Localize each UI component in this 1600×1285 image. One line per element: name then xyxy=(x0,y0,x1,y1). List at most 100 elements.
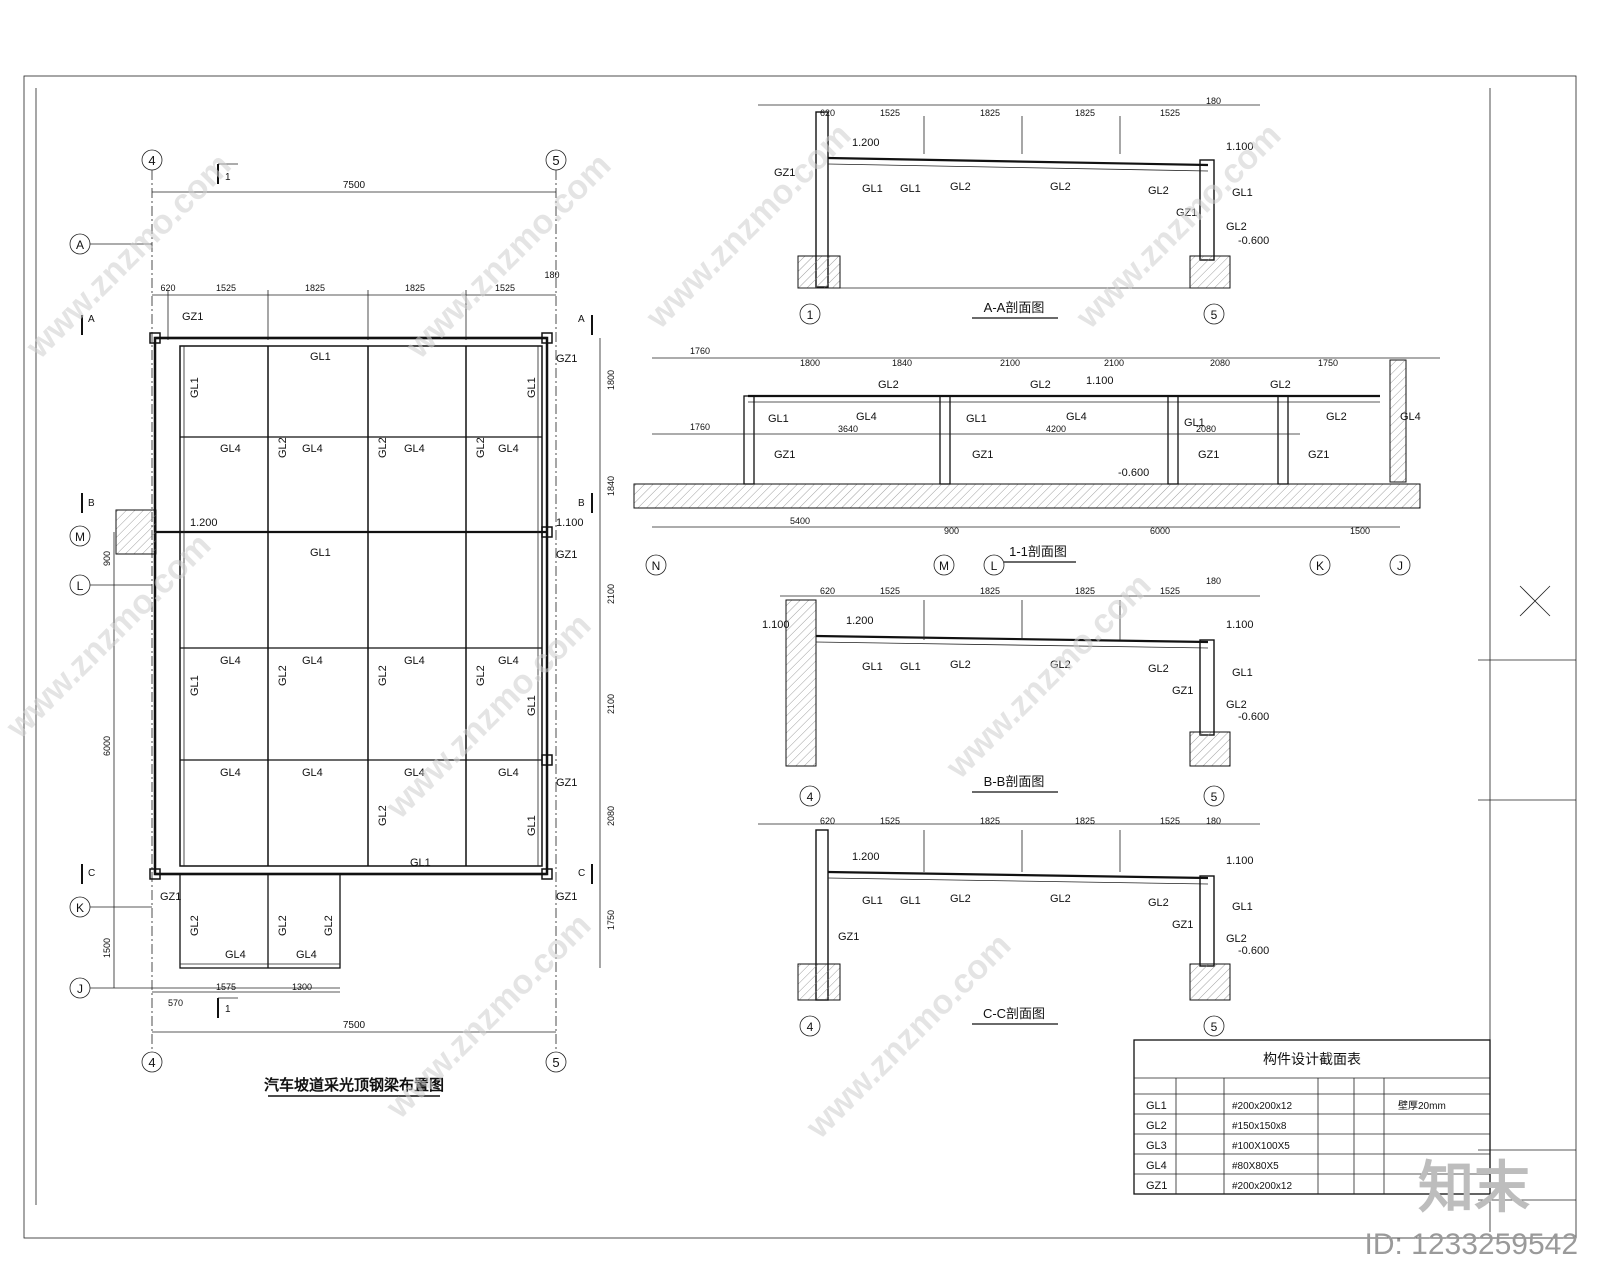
dim: 3640 xyxy=(838,424,858,434)
table-cell: #150x150x8 xyxy=(1232,1121,1287,1132)
section-title: 1-1剖面图 xyxy=(1009,544,1067,559)
table-cell: #100X100X5 xyxy=(1232,1141,1290,1152)
dim: 180 xyxy=(1206,96,1221,106)
axis-label: 5 xyxy=(1211,1020,1218,1034)
elev: -0.600 xyxy=(1238,711,1269,723)
label-gl1: GL1 xyxy=(900,661,921,673)
label-gl2: GL2 xyxy=(1030,379,1051,391)
label-gz1: GZ1 xyxy=(556,891,577,903)
label-gl1: GL1 xyxy=(189,675,201,696)
watermark-text: www.znzmo.com xyxy=(938,566,1158,786)
label-gl2: GL2 xyxy=(1050,893,1071,905)
axis-label: 1 xyxy=(807,308,814,322)
label-gl1: GL1 xyxy=(189,377,201,398)
label-gl2: GL2 xyxy=(1226,933,1247,945)
label-gl2: GL2 xyxy=(1270,379,1291,391)
dim: 1575 xyxy=(216,982,236,992)
section-mark: B xyxy=(88,498,95,509)
label-gz1: GZ1 xyxy=(838,931,859,943)
label-gl2: GL2 xyxy=(475,437,487,458)
label-gl1: GL1 xyxy=(966,413,987,425)
label-gl2: GL2 xyxy=(1148,897,1169,909)
label-gz1: GZ1 xyxy=(556,777,577,789)
elev-left: 1.200 xyxy=(190,517,218,529)
dim: 1825 xyxy=(980,816,1000,826)
axis-label: 4 xyxy=(148,1055,155,1070)
dim: 900 xyxy=(944,526,959,536)
elev-right: 1.100 xyxy=(556,517,584,529)
dim: 1500 xyxy=(102,938,112,958)
axis-label: K xyxy=(76,901,84,915)
label-gz1: GZ1 xyxy=(556,353,577,365)
id-watermark: ID: 1233259542 xyxy=(1364,1228,1578,1262)
dim: 1800 xyxy=(606,370,616,390)
dim: 1500 xyxy=(1350,526,1370,536)
label-gl4: GL4 xyxy=(220,443,241,455)
label-gl1: GL1 xyxy=(526,815,538,836)
dim: 1525 xyxy=(216,283,236,293)
section-title: B-B剖面图 xyxy=(984,774,1045,789)
watermark-text: www.znzmo.com xyxy=(378,906,598,1126)
label-gl2: GL2 xyxy=(950,659,971,671)
label-gl4: GL4 xyxy=(856,411,877,423)
label-gl2: GL2 xyxy=(950,893,971,905)
label-gl4: GL4 xyxy=(296,949,317,961)
watermark-text: www.znzmo.com xyxy=(18,146,238,366)
label-gz1: GZ1 xyxy=(1172,919,1193,931)
label-gl2: GL2 xyxy=(1050,181,1071,193)
label-gl4: GL4 xyxy=(498,443,519,455)
watermark-text: www.znzmo.com xyxy=(798,926,1018,1146)
table-cell: #200x200x12 xyxy=(1232,1181,1292,1192)
label-gl1: GL1 xyxy=(900,183,921,195)
dim: 1525 xyxy=(880,816,900,826)
dim: 2100 xyxy=(1104,358,1124,368)
section-title: C-C剖面图 xyxy=(983,1006,1045,1021)
dim: 1825 xyxy=(1075,816,1095,826)
dim: 1825 xyxy=(405,283,425,293)
dim: 1525 xyxy=(1160,108,1180,118)
axis-label: L xyxy=(991,559,998,573)
label-gl4: GL4 xyxy=(302,767,323,779)
dim: 1760 xyxy=(690,422,710,432)
dim-total: 7500 xyxy=(343,1020,366,1031)
section-mark: B xyxy=(578,498,585,509)
title-block xyxy=(1478,586,1576,1200)
label-gl1: GL1 xyxy=(862,895,883,907)
label-gl2: GL2 xyxy=(377,665,389,686)
dim: 570 xyxy=(168,998,183,1008)
section-mark: A xyxy=(578,314,585,325)
dim: 1825 xyxy=(1075,108,1095,118)
dim: 620 xyxy=(820,586,835,596)
elev: -0.600 xyxy=(1238,235,1269,247)
dim: 2100 xyxy=(606,584,616,604)
axis-label: 5 xyxy=(552,153,559,168)
label-gl4: GL4 xyxy=(225,949,246,961)
section-11: 1760 1800 1840 2100 2100 2080 1750 1760 … xyxy=(634,346,1440,575)
axis-label: M xyxy=(939,559,949,573)
dim: 1525 xyxy=(880,108,900,118)
dim-total: 7500 xyxy=(343,180,366,191)
label-gl4: GL4 xyxy=(404,443,425,455)
label-gl1: GL1 xyxy=(768,413,789,425)
dim: 1750 xyxy=(1318,358,1338,368)
label-gl2: GL2 xyxy=(277,437,289,458)
dim: 1825 xyxy=(305,283,325,293)
label-gl2: GL2 xyxy=(1326,411,1347,423)
dim: 5400 xyxy=(790,516,810,526)
dim: 2100 xyxy=(1000,358,1020,368)
elev: 1.100 xyxy=(1086,375,1114,387)
elev: 1.200 xyxy=(846,615,874,627)
elev: -0.600 xyxy=(1118,467,1149,479)
label-gl2: GL2 xyxy=(323,915,335,936)
logo-mark-icon xyxy=(1520,586,1550,616)
watermark-text: www.znzmo.com xyxy=(378,606,598,826)
label-gl4: GL4 xyxy=(220,767,241,779)
label-gl1: GL1 xyxy=(410,857,431,869)
label-gl2: GL2 xyxy=(950,181,971,193)
table-title: 构件设计截面表 xyxy=(1263,1051,1361,1067)
section-mark: C xyxy=(88,868,95,879)
dim: 180 xyxy=(544,270,559,280)
axis-label: J xyxy=(1397,559,1403,573)
label-gl1: GL1 xyxy=(1184,417,1205,429)
label-gl1: GL1 xyxy=(862,183,883,195)
